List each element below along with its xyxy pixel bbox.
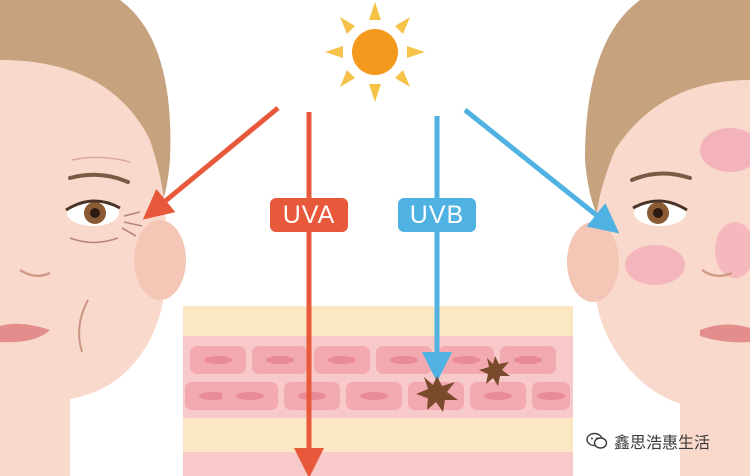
skin-cross-section	[183, 306, 573, 476]
left-skin	[0, 60, 166, 400]
watermark-text: 鑫思浩惠生活	[614, 433, 711, 452]
skin-cell-nucleus	[236, 392, 264, 400]
right-mouth	[700, 324, 750, 343]
left-ear	[134, 220, 186, 300]
right-redness-cheek	[625, 245, 685, 285]
left-face-aged	[0, 0, 186, 476]
left-eye-wrinkles	[69, 211, 143, 244]
right-neck	[680, 400, 750, 476]
left-mouth	[0, 323, 50, 343]
skin-cell-nucleus	[452, 356, 480, 364]
left-neck	[0, 390, 70, 476]
skin-cell-nucleus	[537, 392, 565, 400]
skin-cells	[185, 346, 570, 410]
skin-bottom-layer	[183, 418, 573, 452]
skin-cell-nucleus	[390, 356, 418, 364]
skin-top-layer	[183, 306, 573, 336]
right-eye-pupil	[653, 208, 663, 218]
left-forehead-wrinkles	[71, 156, 131, 163]
skin-base-layer	[183, 452, 573, 476]
left-eye-pupil	[90, 208, 100, 218]
watermark: 鑫思浩惠生活	[586, 428, 710, 454]
damage-spot-small	[479, 356, 510, 386]
skin-cell-nucleus	[266, 356, 294, 364]
uvb-arrow-to-face	[463, 108, 620, 234]
left-eyelid	[65, 199, 121, 212]
uv-damage-spots	[416, 356, 510, 412]
uva-label: UVA	[270, 198, 348, 232]
right-nose	[701, 268, 733, 278]
uva-rays	[142, 106, 324, 476]
skin-cell-nucleus	[298, 392, 326, 400]
uvb-label: UVB	[398, 198, 476, 232]
wechat-icon	[586, 432, 608, 449]
right-ear	[567, 222, 619, 302]
damage-spot-large	[416, 376, 458, 412]
skin-cell-nucleus	[199, 392, 227, 400]
right-redness-cheek-2	[715, 222, 750, 278]
skin-cell-nucleus	[484, 392, 512, 400]
skin-cell-nucleus	[328, 356, 356, 364]
right-eyelid	[632, 199, 688, 212]
left-nose	[19, 268, 51, 278]
sun-icon	[325, 2, 425, 102]
left-eyebrow	[68, 172, 130, 184]
right-redness-forehead	[700, 128, 750, 172]
skin-cell-nucleus	[360, 392, 388, 400]
right-eyebrow	[630, 171, 692, 182]
skin-cell-nucleus	[514, 356, 542, 364]
skin-cell-nucleus	[204, 356, 232, 364]
right-face-redness	[567, 0, 750, 476]
uva-arrow-to-face	[142, 106, 280, 220]
uvb-rays	[422, 108, 620, 382]
left-cheek-wrinkles	[78, 299, 89, 353]
